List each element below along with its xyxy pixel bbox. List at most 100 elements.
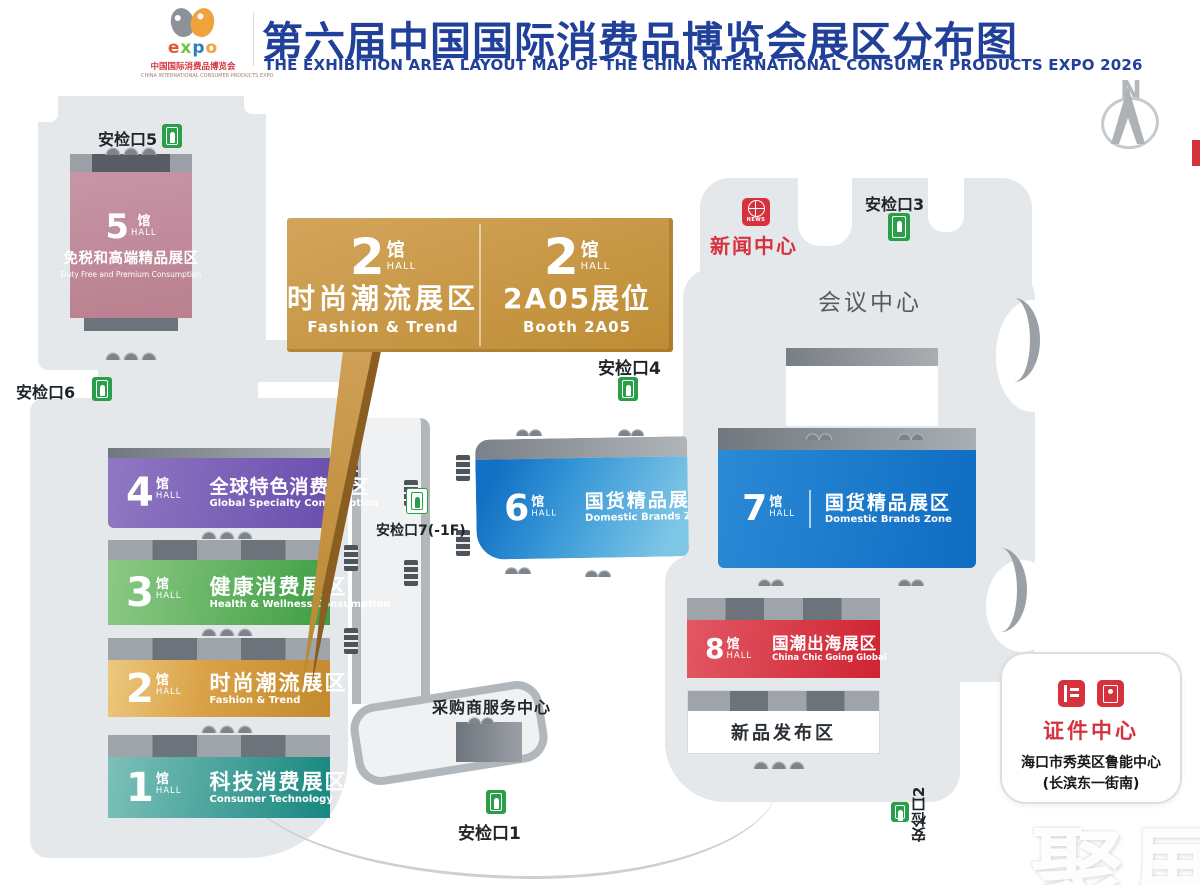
id-badge-icon (1097, 680, 1124, 707)
hall-7-title-en: Domestic Brands Zone (824, 514, 952, 526)
conference-annex-bar (786, 348, 938, 366)
checkpoint-2-label: 安检口2 (910, 786, 928, 842)
hall-7-entrance-bar (718, 428, 976, 450)
awning-icon (752, 757, 806, 769)
hall-4-title-en: Global Specialty Consumption (209, 498, 379, 510)
badge-center-address: 海口市秀英区鲁能中心 (长滨东一街南) (1021, 755, 1161, 792)
hall-5-block: 5 馆 HALL 免税和高端精品展区 Duty Free and Premium… (61, 154, 201, 331)
awning-icon (505, 562, 531, 574)
building-notch (928, 170, 964, 232)
buyer-service-center-label: 采购商服务中心 (432, 698, 552, 717)
hall-1-number: 1 (126, 764, 154, 811)
news-center-label: 新闻中心 (710, 234, 798, 258)
awning-icon (104, 143, 158, 155)
hall-2-entrance-bar (108, 638, 330, 660)
callout-left-title: 时尚潮流展区 (287, 281, 480, 315)
page-subtitle: THE EXHIBITION AREA LAYOUT MAP OF THE CH… (264, 56, 1143, 74)
callout-right-title: 2A05展位 (502, 281, 652, 315)
news-globe-icon (747, 200, 765, 217)
building-east-footprint (665, 556, 960, 802)
conference-center-label: 会议中心 (818, 290, 922, 316)
checkpoint-1-label: 安检口1 (458, 824, 521, 844)
path-curve (238, 772, 778, 879)
awning-icon (200, 721, 254, 733)
awning-icon (104, 348, 158, 360)
checkpoint-2-exit-icon (891, 802, 909, 822)
awning-icon (806, 428, 832, 440)
badge-center-title: 证件中心 (1043, 719, 1139, 743)
hall-1-title: 科技消费展区 (209, 769, 348, 794)
header-divider (253, 12, 254, 66)
awning-icon (468, 712, 494, 724)
entrance-tick-icon (404, 560, 418, 586)
checkpoint-6-label: 安检口6 (16, 383, 76, 402)
building-notch (244, 96, 266, 114)
checkpoint-5-exit-icon (162, 124, 182, 148)
hall-3-title-en: Health & Wellness Consumption (209, 599, 391, 611)
logo-name-en: CHINA INTERNATIONAL CONSUMER PRODUCTS EX… (141, 73, 274, 79)
callout-right-number: 2 (543, 228, 579, 287)
checkpoint-3-exit-icon (888, 213, 910, 241)
turnstile-icon (1058, 680, 1085, 707)
awning-icon (898, 428, 924, 440)
hall-2-title-en: Fashion & Trend (209, 695, 301, 707)
awning-icon (585, 565, 611, 577)
hall-5-entrance-bar (70, 154, 192, 172)
expo-logo: expo 中国国际消费品博览会 CHINA INTERNATIONAL CONS… (141, 5, 274, 79)
hall-5-rear-bar (84, 318, 178, 331)
hall-6-number: 6 (503, 487, 530, 530)
hall-7-number: 7 (742, 487, 768, 529)
checkpoint-3-label: 安检口3 (865, 195, 925, 214)
callout-divider (479, 224, 482, 346)
entrance-tick-icon (344, 628, 358, 654)
hall-5-number: 5 (105, 206, 129, 247)
hall-5-title-en: Duty Free and Premium Consumption (60, 270, 202, 280)
entrance-tick-icon (456, 530, 470, 556)
central-corridor (352, 418, 430, 704)
callout-left-subtitle: Fashion & Trend (307, 317, 459, 336)
wall-curve (988, 298, 1040, 382)
checkpoint-4-label: 安检口4 (598, 359, 661, 379)
hall-3-entrance-bar (108, 540, 330, 560)
checkpoint-4-exit-icon (618, 377, 638, 401)
expo-mascot-icon (167, 5, 218, 40)
building-notch (38, 96, 58, 122)
hall-6-title: 国货精品展区 (584, 488, 690, 513)
watermark: 聚展 (1030, 818, 1200, 885)
entrance-tick-icon (456, 455, 470, 481)
hall-7-title: 国货精品展区 (824, 491, 951, 514)
new-product-zone-bar (688, 691, 879, 711)
checkpoint-1-exit-icon (486, 790, 506, 814)
corridor-bridge (456, 722, 522, 762)
awning-icon (516, 424, 542, 436)
hall-1-title-en: Consumer Technology (209, 794, 333, 806)
awning-icon (898, 574, 924, 586)
awning-icon (758, 574, 784, 586)
hall-2-title: 时尚潮流展区 (209, 670, 348, 695)
hall-4-entrance-bar (108, 448, 330, 458)
hall-3-number: 3 (126, 569, 154, 616)
awning-icon (200, 624, 254, 636)
wall-curve (975, 548, 1027, 632)
callout-right-subtitle: Booth 2A05 (522, 317, 632, 336)
hall-5-title: 免税和高端精品展区 (63, 251, 199, 268)
page-title: 第六届中国国际消费品博览会展区分布图 (262, 18, 1018, 66)
hall-4-number: 4 (126, 470, 154, 516)
mascot-orange-owl-icon (187, 5, 218, 40)
news-icon: NEWS (742, 198, 770, 226)
badge-center-card: 证件中心 海口市秀英区鲁能中心 (长滨东一街南) (1000, 652, 1182, 804)
new-product-zone-label: 新品发布区 (731, 723, 836, 744)
hall-8-title: 国潮出海展区 (772, 633, 878, 653)
checkpoint-6-exit-icon (92, 377, 112, 401)
hall-8-entrance-bar (687, 598, 880, 620)
